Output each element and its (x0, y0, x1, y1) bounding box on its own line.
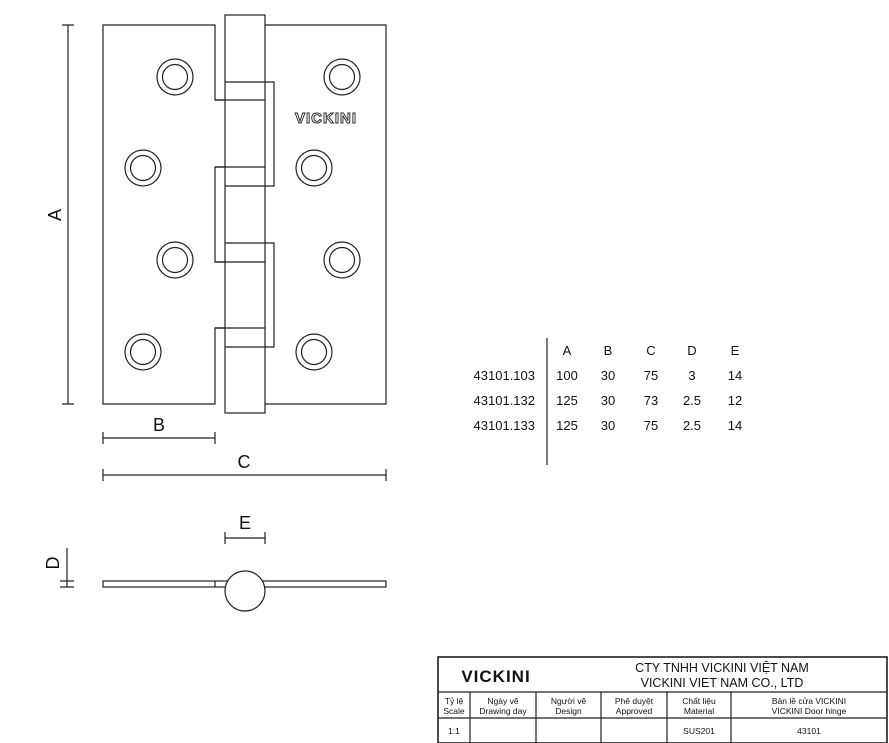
column-label-vn: Ngày vẽ (487, 696, 518, 706)
table-cell: 12 (728, 393, 742, 408)
column-value: 43101 (797, 726, 821, 736)
table-row: 43101.132 125 30 73 2.5 12 (474, 393, 743, 408)
hinge-front-view: VICKINI (102, 14, 387, 414)
screw-hole (124, 333, 162, 371)
screw-hole (295, 333, 333, 371)
table-cell: 14 (728, 418, 742, 433)
table-cell: 30 (601, 418, 615, 433)
svg-text:A: A (45, 209, 65, 221)
table-cell: 100 (556, 368, 578, 383)
table-row: 43101.103 100 30 75 3 14 (474, 368, 743, 383)
knuckle-section (224, 570, 266, 612)
screw-hole (124, 149, 162, 187)
column-label-vn: Tỷ lệ (445, 696, 464, 706)
dimension-a: A (45, 24, 74, 405)
table-header: C (646, 343, 655, 358)
screw-hole (156, 58, 194, 96)
column-label-vn: Bản lề cửa VICKINI (772, 696, 846, 706)
dimension-e: E (224, 513, 266, 544)
table-header: B (604, 343, 613, 358)
screw-hole (323, 241, 361, 279)
column-value: 1:1 (448, 726, 460, 736)
table-cell: 125 (556, 418, 578, 433)
table-cell: 125 (556, 393, 578, 408)
table-header: D (687, 343, 696, 358)
company-name-vn: CTY TNHH VICKINI VIỆT NAM (635, 660, 809, 675)
column-label-en: Approved (616, 706, 653, 716)
screw-hole (295, 149, 333, 187)
product-code: 43101.103 (474, 368, 535, 383)
hinge-side-view (102, 570, 387, 612)
table-header: A (563, 343, 572, 358)
company-name-en: VICKINI VIET NAM CO., LTD (641, 676, 804, 690)
column-label-en: Material (684, 706, 714, 716)
brand-mark: VICKINI (295, 110, 357, 127)
column-label-en: VICKINI Door hinge (772, 706, 847, 716)
table-cell: 2.5 (683, 393, 701, 408)
column-label-en: Drawing day (479, 706, 527, 716)
table-cell: 73 (644, 393, 658, 408)
product-code: 43101.132 (474, 393, 535, 408)
svg-text:B: B (153, 415, 165, 435)
column-label-en: Design (555, 706, 582, 716)
hinge-knuckle-barrel (224, 14, 266, 414)
table-row: 43101.133 125 30 75 2.5 14 (474, 418, 743, 433)
column-label-vn: Người vẽ (551, 696, 587, 706)
screw-hole (156, 241, 194, 279)
spec-table: A B C D E 43101.103 100 30 75 3 14 43101.132 125 30 73… (474, 338, 743, 465)
table-cell: 14 (728, 368, 742, 383)
table-cell: 3 (688, 368, 695, 383)
svg-text:D: D (43, 557, 63, 570)
table-cell: 30 (601, 393, 615, 408)
dimension-d: D (43, 548, 74, 588)
svg-text:E: E (239, 513, 251, 533)
table-cell: 75 (644, 368, 658, 383)
table-cell: 2.5 (683, 418, 701, 433)
table-cell: 75 (644, 418, 658, 433)
column-label-vn: Chất liệu (682, 696, 716, 706)
table-cell: 30 (601, 368, 615, 383)
dimension-b: B (102, 415, 216, 444)
table-header: E (731, 343, 740, 358)
column-label-vn: Phê duyệt (615, 696, 654, 706)
title-block-logo: VICKINI (461, 667, 530, 686)
column-label-en: Scale (443, 706, 465, 716)
svg-text:C: C (238, 452, 251, 472)
screw-holes (124, 58, 361, 371)
title-block: VICKINI CTY TNHH VICKINI VIỆT NAM VICKIN… (437, 656, 888, 743)
product-code: 43101.133 (474, 418, 535, 433)
screw-hole (323, 58, 361, 96)
dimension-c: C (102, 452, 387, 481)
column-value: SUS201 (683, 726, 715, 736)
